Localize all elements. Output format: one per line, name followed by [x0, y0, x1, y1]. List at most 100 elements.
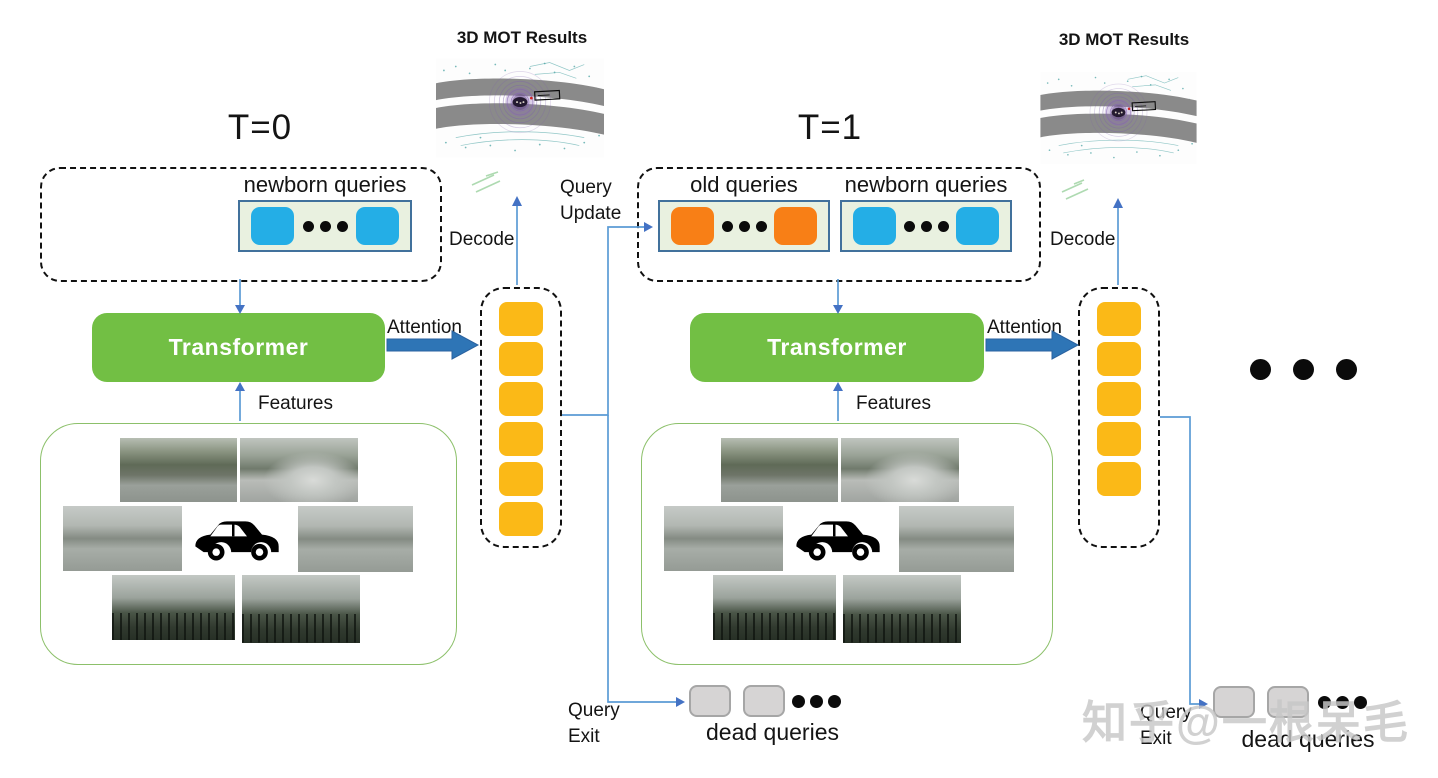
active-query-block	[1097, 382, 1141, 416]
old-query-block	[671, 207, 714, 245]
dot-icon	[828, 695, 841, 708]
dot-icon	[1336, 696, 1349, 709]
t0-camera-right-image	[298, 506, 413, 572]
t0-camera-left-image	[63, 506, 182, 571]
watermark-text: 知乎@一根呆毛	[1082, 697, 1410, 748]
t1-attention-label: Attention	[987, 317, 1062, 338]
t1-dead-queries-row	[1213, 686, 1309, 718]
t1-dead-queries-label: dead queries	[1241, 726, 1375, 752]
dot-icon	[937, 220, 949, 232]
active-query-block	[1097, 342, 1141, 376]
t1-transformer-label: Transformer	[767, 334, 907, 360]
ellipsis-icon	[792, 695, 841, 708]
old-query-block	[774, 207, 817, 245]
t0-mot-results-title: 3D MOT Results	[456, 28, 588, 47]
t0-query-exit-label: Query Exit	[568, 698, 620, 750]
dot-icon	[920, 220, 932, 232]
t1-active-query-column	[1078, 287, 1160, 548]
ellipsis-icon	[302, 220, 348, 232]
t0-bev-lidar-image	[436, 58, 604, 158]
t1-bev-lidar-image	[1037, 72, 1200, 164]
dead-query-block	[689, 685, 731, 717]
t0-time-label: T=0	[227, 108, 293, 147]
t0-camera-front-right-image	[240, 438, 358, 502]
dot-icon	[319, 220, 331, 232]
active-query-block	[499, 462, 543, 496]
t0-dead-queries-label: dead queries	[706, 719, 839, 745]
dot-icon	[302, 220, 314, 232]
t0-lidar-scribble-icon	[471, 171, 501, 193]
t1-camera-front-right-image	[841, 438, 959, 502]
t0-newborn-query-strip	[238, 200, 412, 252]
t0-transformer-box: Transformer	[92, 313, 385, 382]
t0-query-exit-line2: Exit	[568, 726, 600, 747]
dot-icon	[1250, 359, 1271, 380]
t1-query-exit-label: Query Exit	[1140, 700, 1192, 752]
newborn-query-block	[956, 207, 999, 245]
t0-queries-container	[40, 167, 442, 282]
active-query-block	[1097, 462, 1141, 496]
dot-icon	[810, 695, 823, 708]
continuation-ellipsis-icon	[1250, 359, 1357, 380]
t1-camera-right-image	[899, 506, 1014, 572]
arrowhead-icon	[512, 196, 522, 206]
active-query-block	[1097, 302, 1141, 336]
dot-icon	[1354, 696, 1367, 709]
dot-icon	[1336, 359, 1357, 380]
t0-dead-queries-row	[689, 685, 785, 717]
t1-newborn-queries-label: newborn queries	[844, 172, 1008, 197]
t0-features-label: Features	[258, 393, 333, 414]
t1-lidar-scribble-icon	[1061, 179, 1089, 200]
t0-decode-label: Decode	[449, 229, 515, 250]
newborn-query-block	[251, 207, 294, 245]
t1-query-exit-connector	[1160, 416, 1200, 705]
t1-camera-back-left-image	[713, 575, 836, 640]
arrowhead-icon	[1113, 198, 1123, 208]
t1-mot-results-title: 3D MOT Results	[1058, 30, 1190, 49]
ellipsis-icon	[903, 220, 949, 232]
t0-camera-back-left-image	[112, 575, 235, 640]
active-query-block	[499, 422, 543, 456]
t0-active-query-column	[480, 287, 562, 548]
t1-features-label: Features	[856, 393, 931, 414]
dot-icon	[755, 220, 767, 232]
newborn-query-block	[853, 207, 896, 245]
t1-query-exit-line2: Exit	[1140, 728, 1172, 749]
dot-icon	[792, 695, 805, 708]
car-icon	[796, 521, 880, 561]
dot-icon	[336, 220, 348, 232]
t1-time-label: T=1	[797, 108, 863, 147]
arrowhead-icon	[235, 382, 245, 391]
query-update-line2: Update	[560, 203, 622, 224]
active-query-block	[499, 342, 543, 376]
dot-icon	[1318, 696, 1331, 709]
arrowhead-icon	[833, 382, 843, 391]
t0-camera-front-left-image	[120, 438, 237, 502]
query-update-line1: Query	[560, 177, 612, 198]
query-update-connector	[562, 226, 645, 416]
dead-query-block	[743, 685, 785, 717]
t1-camera-left-image	[664, 506, 783, 571]
dot-icon	[903, 220, 915, 232]
ellipsis-icon	[1318, 696, 1367, 709]
t1-queries-container	[637, 167, 1041, 282]
active-query-block	[499, 502, 543, 536]
t0-query-exit-line1: Query	[568, 700, 620, 721]
t0-newborn-queries-label: newborn queries	[243, 172, 407, 197]
active-query-block	[499, 302, 543, 336]
car-icon	[195, 521, 279, 561]
t1-newborn-query-strip	[840, 200, 1012, 252]
t0-transformer-label: Transformer	[168, 334, 309, 360]
newborn-query-block	[356, 207, 399, 245]
query-update-label: Query Update	[560, 175, 621, 227]
t1-camera-front-left-image	[721, 438, 838, 502]
active-query-block	[1097, 422, 1141, 456]
active-query-block	[499, 382, 543, 416]
arrowhead-icon	[676, 697, 685, 707]
t1-old-query-strip	[658, 200, 830, 252]
dot-icon	[738, 220, 750, 232]
t1-query-exit-line1: Query	[1140, 702, 1192, 723]
dot-icon	[721, 220, 733, 232]
t1-camera-back-right-image	[843, 575, 961, 643]
